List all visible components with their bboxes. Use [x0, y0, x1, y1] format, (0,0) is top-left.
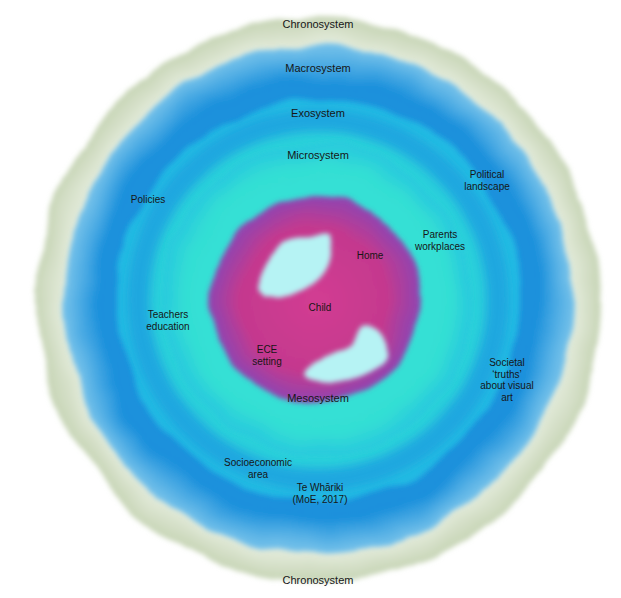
wash-circle — [117, 99, 519, 501]
wash-group — [64, 46, 572, 554]
centre-label: Child — [295, 302, 345, 314]
system-name: Macrosystem — [285, 62, 350, 75]
exo-label: Teachers education — [137, 309, 199, 332]
exosystem-band: ExosystemMicrosystemMesosystem — [113, 95, 523, 505]
unpainted-patch — [260, 232, 334, 293]
macro-label: Te Whāriki (MoE, 2017) — [283, 482, 357, 505]
wash-group — [162, 144, 474, 456]
exo-label: Parents workplaces — [409, 229, 471, 252]
wash-group — [211, 196, 419, 404]
macro-label: Policies — [113, 194, 183, 206]
exo-label: Socioeconomic area — [216, 457, 300, 480]
macro-label: Political landscape — [456, 169, 518, 192]
macro-label: Societal ‘truths’ about visual art — [480, 357, 534, 403]
wash-circle — [162, 144, 474, 456]
system-name: Mesosystem — [287, 392, 349, 405]
system-name: Microsystem — [287, 149, 349, 162]
microsystem-band: MicrosystemMesosystem — [158, 140, 478, 460]
system-name: Chronosystem — [283, 18, 354, 31]
wash-circle — [64, 46, 572, 554]
mesosystem-blob: Mesosystem — [207, 192, 423, 408]
wash-ring — [138, 120, 498, 480]
wash-group — [36, 18, 600, 582]
wash-circle — [36, 18, 600, 582]
micro-label: Home — [345, 250, 395, 262]
macrosystem-band: MacrosystemExosystemMicrosystemMesosyste… — [60, 42, 576, 558]
wash-group — [117, 99, 519, 501]
wash-circle — [211, 196, 419, 404]
system-name: Chronosystem — [283, 574, 354, 587]
micro-label: ECE setting — [244, 344, 290, 367]
unpainted-patch — [303, 329, 388, 382]
system-name: Exosystem — [291, 107, 345, 120]
watercolour-wash — [207, 192, 423, 408]
